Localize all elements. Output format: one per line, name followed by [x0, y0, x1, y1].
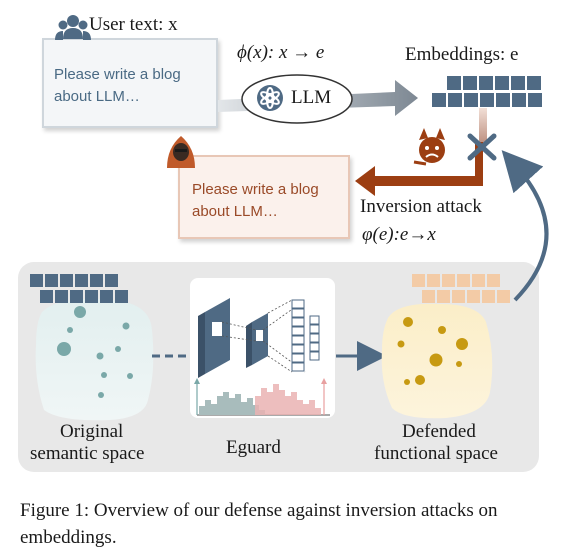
functional-dots	[397, 317, 468, 385]
users-icon	[55, 15, 91, 40]
eguard-network-icon	[198, 298, 320, 378]
embeddings-label: Embeddings: e	[405, 44, 519, 65]
semantic-space-blob	[35, 298, 154, 421]
original-label-line1: Original	[60, 421, 124, 442]
semantic-dots	[57, 306, 133, 398]
embedding-blocks	[432, 76, 542, 107]
openai-logo-icon	[257, 85, 283, 111]
user-text-box: Please write a blog about LLM…	[42, 38, 218, 128]
defense-arrow	[501, 150, 549, 302]
devil-icon	[413, 128, 445, 166]
figure-caption: Figure 1: Overview of our defense agains…	[20, 500, 498, 548]
mapping-label: ϕ(x): x → e	[237, 42, 325, 63]
inversion-arrow	[355, 142, 483, 196]
hacker-icon	[167, 136, 195, 168]
recovered-text-box: Please write a blog about LLM…	[178, 155, 350, 239]
defended-label-line1: Defended	[402, 421, 476, 442]
attack-stem	[479, 108, 487, 146]
user-text-label: User text: x	[89, 14, 178, 35]
original-label-line2: semantic space	[30, 443, 145, 464]
semantic-embedding-blocks	[30, 274, 128, 303]
inversion-label: Inversion attack	[360, 196, 482, 217]
llm-label: LLM	[291, 87, 332, 108]
defended-label-line2: functional space	[374, 443, 498, 464]
inversion-function-label: φ(e):e→x	[362, 224, 436, 245]
histogram-icon	[194, 378, 330, 416]
cross-icon	[467, 133, 497, 161]
recovered-prompt-text: Please write a blog about LLM…	[192, 181, 319, 220]
eguard-label: Eguard	[226, 437, 281, 458]
defended-embedding-blocks	[412, 274, 510, 303]
user-prompt-text: Please write a blog about LLM…	[54, 66, 181, 105]
